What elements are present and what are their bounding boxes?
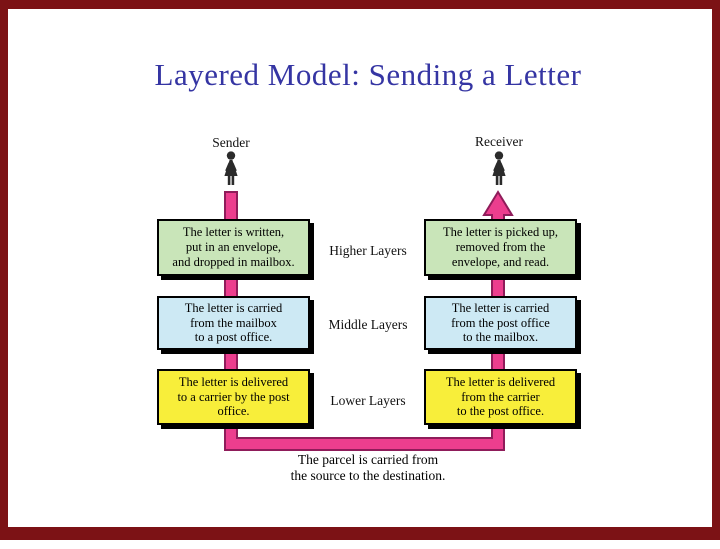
person-icon <box>492 151 506 185</box>
diagram-stage: Layered Model: Sending a Letter Sender R… <box>8 9 712 527</box>
step-box-receiver-higher: The letter is picked up, removed from th… <box>424 219 577 276</box>
sender-label: Sender <box>212 135 250 150</box>
page-title: Layered Model: Sending a Letter <box>154 57 582 92</box>
layer-label-middle: Middle Layers <box>328 317 408 332</box>
step-box-receiver-lower: The letter is delivered from the carrier… <box>424 369 577 425</box>
layer-label-lower: Lower Layers <box>330 393 406 408</box>
transport-caption: The parcel is carried from the source to… <box>290 452 446 483</box>
step-box-receiver-middle: The letter is carried from the post offi… <box>424 296 577 350</box>
step-box-sender-lower: The letter is delivered to a carrier by … <box>157 369 310 425</box>
step-box-sender-higher: The letter is written, put in an envelop… <box>157 219 310 276</box>
step-box-sender-middle: The letter is carried from the mailbox t… <box>157 296 310 350</box>
receiver-label: Receiver <box>475 134 523 149</box>
person-icon <box>224 151 238 185</box>
layer-label-higher: Higher Layers <box>329 243 407 258</box>
